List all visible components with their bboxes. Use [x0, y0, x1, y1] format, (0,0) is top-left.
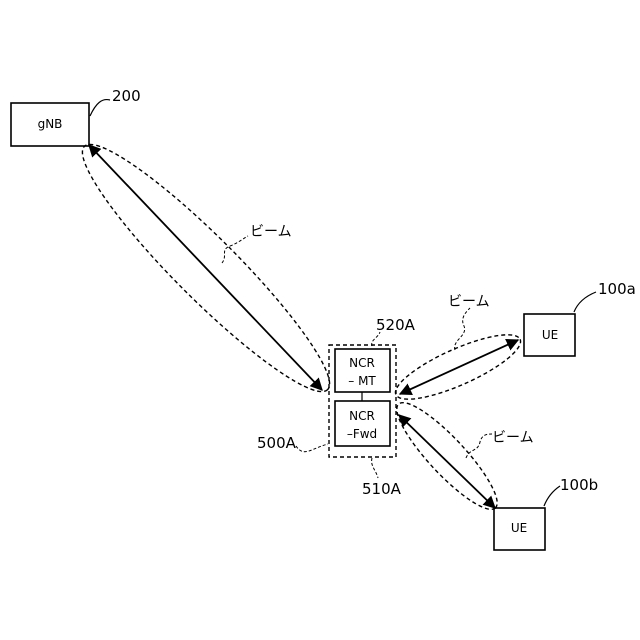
ncr-group-ref-number: 500A: [257, 434, 297, 452]
ncr-node: NCR – MT NCR –Fwd 520A 510A 500A: [257, 316, 416, 498]
ue-a-label: UE: [542, 328, 558, 342]
ue-b-ref-leader: [544, 486, 560, 506]
ue-a-ref-number: 100a: [598, 280, 636, 298]
gnb-label: gNB: [38, 117, 63, 131]
ncr-fwd-line1: NCR: [349, 409, 375, 423]
ue-b-ref-number: 100b: [560, 476, 598, 494]
ue-b-node: UE 100b: [494, 476, 598, 550]
ncr-fwd-ref-number: 510A: [362, 480, 402, 498]
ue-a-beam-label: ビーム: [448, 294, 490, 310]
ue-a-node: UE 100a: [524, 280, 636, 356]
ncr-mt-line1: NCR: [349, 356, 375, 370]
ue-b-beam-callout-leader: [466, 434, 492, 458]
ncr-ue-b-link-arrow: [399, 415, 495, 508]
gnb-ref-number: 200: [112, 87, 141, 105]
ncr-fwd-ref-leader: [372, 458, 378, 478]
ncr-mt-ref-number: 520A: [376, 316, 416, 334]
gnb-beam-callout-leader: [222, 236, 248, 263]
ue-b-beam-ellipse: [385, 392, 508, 520]
ue-b-beam-label: ビーム: [492, 430, 534, 446]
gnb-ref-leader: [90, 100, 110, 116]
ue-b-label: UE: [511, 521, 527, 535]
gnb-ncr-link-arrow: [89, 145, 322, 390]
ncr-mt-line2: – MT: [348, 374, 376, 388]
gnb-beam-label: ビーム: [250, 224, 292, 240]
ncr-group-ref-leader: [296, 444, 328, 452]
ncr-mt-ref-leader: [372, 332, 380, 346]
ue-a-ref-leader: [574, 292, 596, 312]
ncr-fwd-line2: –Fwd: [347, 427, 377, 441]
gnb-node: gNB 200: [11, 87, 141, 146]
